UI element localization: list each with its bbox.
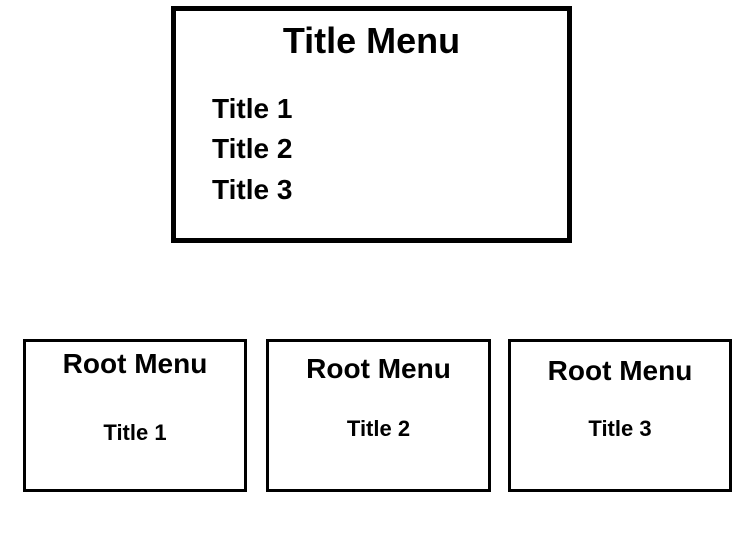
title-menu-heading: Title Menu	[282, 20, 461, 61]
root-menu-item-1: Title 1	[103, 420, 167, 445]
title-menu-item-2: Title 2	[212, 133, 293, 164]
root-menu-item-2: Title 2	[346, 416, 411, 441]
root-menu-heading-3: Root Menu	[547, 355, 693, 386]
title-menu-item-1: Title 1	[212, 93, 293, 124]
root-menu-box-3: Root Menu Title 3	[508, 339, 732, 492]
root-menu-heading-2: Root Menu	[306, 353, 451, 384]
root-menu-item-3: Title 3	[588, 416, 652, 441]
root-menu-box-1: Root Menu Title 1	[23, 339, 247, 492]
title-menu-box: Title Menu Title 1 Title 2 Title 3	[171, 6, 572, 243]
root-menu-heading-1: Root Menu	[62, 348, 208, 379]
title-menu-item-3: Title 3	[212, 174, 293, 205]
root-menu-box-2: Root Menu Title 2	[266, 339, 491, 492]
